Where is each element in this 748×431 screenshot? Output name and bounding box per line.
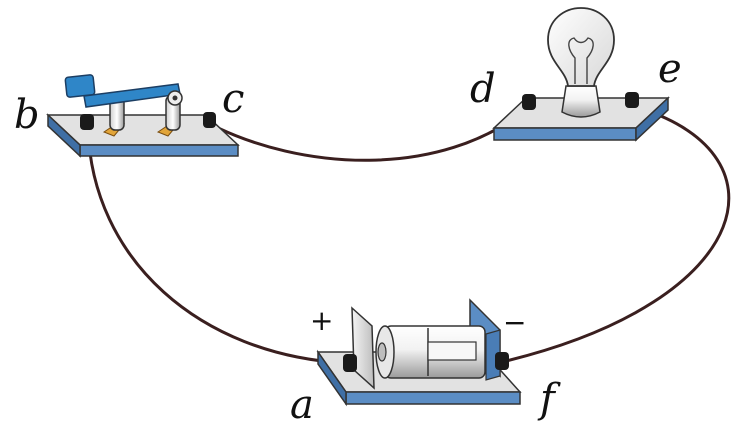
terminal-f[interactable] (495, 352, 509, 370)
switch[interactable] (46, 74, 240, 158)
lamp-board-edge-front (493, 127, 637, 141)
battery-plate-positive (351, 306, 375, 390)
battery-minus-sign: − (503, 306, 526, 339)
wire-e-to-f[interactable] (500, 104, 731, 364)
battery[interactable]: + − (310, 298, 526, 407)
lamp-socket (561, 85, 601, 118)
battery-plus-sign: + (310, 304, 333, 337)
bulb-filament (568, 37, 594, 84)
wires (86, 104, 731, 365)
switch-handle[interactable] (64, 74, 96, 98)
label-d: d (470, 66, 496, 112)
label-c: c (222, 76, 244, 122)
label-f: f (537, 376, 561, 422)
terminal-d[interactable] (522, 94, 536, 110)
wire-b-to-a[interactable] (86, 126, 347, 365)
battery-cell-neck (427, 341, 477, 361)
bulb-icon (547, 7, 615, 87)
lamp[interactable] (492, 7, 670, 142)
switch-board-edge-side (47, 113, 81, 158)
terminal-c[interactable] (203, 112, 216, 128)
terminal-e[interactable] (625, 92, 639, 108)
terminal-b[interactable] (80, 114, 94, 130)
switch-board-edge-front (79, 144, 239, 157)
battery-positive-nub (377, 342, 387, 362)
lamp-board-edge-side (635, 96, 669, 142)
wire-c-to-d[interactable] (208, 106, 530, 162)
terminal-a[interactable] (343, 354, 357, 372)
label-e: e (658, 46, 682, 92)
label-b: b (14, 92, 40, 138)
label-a: a (290, 382, 314, 428)
battery-board-edge-side (317, 349, 347, 407)
switch-pivot-pin (172, 95, 178, 101)
battery-board-edge-front (345, 391, 521, 405)
